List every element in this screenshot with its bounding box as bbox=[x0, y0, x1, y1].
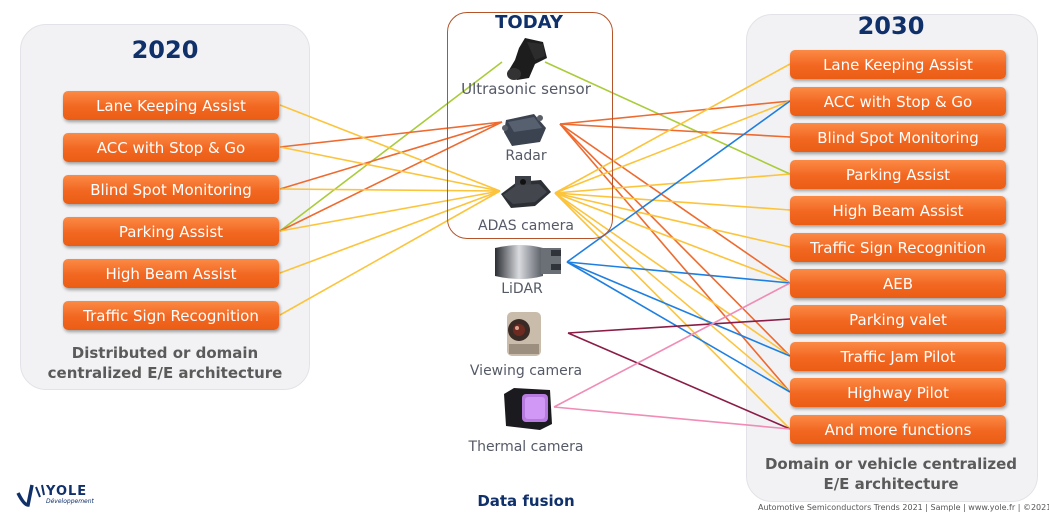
left-caption: Distributed or domain centralized E/E ar… bbox=[20, 343, 310, 383]
link-radar-to-2030-function bbox=[559, 123, 791, 138]
yole-logo-name: YOLE bbox=[46, 484, 88, 499]
right-function-and-more-functions: And more functions bbox=[790, 415, 1006, 444]
right-caption-line2: E/E architecture bbox=[823, 475, 959, 493]
right-caption: Domain or vehicle centralized E/E archit… bbox=[746, 454, 1036, 494]
sensor-label-ultrasonic: Ultrasonic sensor bbox=[461, 80, 591, 98]
link-adas_camera-to-2030-function bbox=[554, 63, 791, 194]
today-title: TODAY bbox=[495, 12, 563, 33]
right-caption-line1: Domain or vehicle centralized bbox=[764, 455, 1018, 473]
link-radar-to-2030-function bbox=[559, 123, 791, 284]
sensor-label-adas-camera: ADAS camera bbox=[478, 218, 574, 234]
left-function-blind-spot-monitoring: Blind Spot Monitoring bbox=[63, 175, 279, 204]
sensor-label-thermal-camera: Thermal camera bbox=[468, 439, 584, 455]
yole-logo: YOLE Développement bbox=[16, 483, 116, 517]
left-function-acc-with-stop-go: ACC with Stop & Go bbox=[63, 133, 279, 162]
left-function-parking-assist: Parking Assist bbox=[63, 217, 279, 246]
link-adas_camera-to-2030-function bbox=[554, 100, 791, 194]
adas-camera-icon bbox=[501, 176, 551, 208]
link-ultrasonic-to-2020-function bbox=[279, 61, 503, 232]
link-radar-to-2030-function bbox=[559, 100, 791, 125]
left-function-lane-keeping-assist: Lane Keeping Assist bbox=[63, 91, 279, 120]
left-caption-line1: Distributed or domain bbox=[71, 344, 259, 362]
lidar-icon bbox=[495, 245, 561, 279]
radar-icon bbox=[502, 114, 546, 146]
right-function-lane-keeping-assist: Lane Keeping Assist bbox=[790, 50, 1006, 79]
link-adas_camera-to-2030-function bbox=[554, 173, 791, 194]
link-thermal_camera-to-2030-function bbox=[553, 406, 791, 430]
link-adas_camera-to-2020-function bbox=[279, 190, 501, 274]
link-adas_camera-to-2020-function bbox=[279, 188, 501, 192]
sensor-label-viewing-camera: Viewing camera bbox=[469, 363, 583, 379]
left-function-traffic-sign-recognition: Traffic Sign Recognition bbox=[63, 301, 279, 330]
footer-text: Automotive Semiconductors Trends 2021 | … bbox=[758, 503, 1049, 512]
right-function-traffic-sign-recognition: Traffic Sign Recognition bbox=[790, 233, 1006, 262]
right-function-aeb: AEB bbox=[790, 269, 1006, 298]
left-caption-line2: centralized E/E architecture bbox=[47, 364, 283, 382]
link-adas_camera-to-2030-function bbox=[554, 192, 791, 284]
sensor-label-lidar: LiDAR bbox=[501, 281, 543, 297]
right-function-highway-pilot: Highway Pilot bbox=[790, 378, 1006, 407]
today-box bbox=[447, 12, 613, 239]
link-radar-to-2030-function bbox=[559, 123, 791, 357]
link-viewing_camera-to-2030-function bbox=[567, 332, 791, 430]
link-radar-to-2020-function bbox=[279, 121, 503, 232]
link-viewing_camera-to-2030-function bbox=[567, 318, 791, 334]
link-adas_camera-to-2030-function bbox=[554, 192, 791, 248]
year-2020-title: 2020 bbox=[131, 36, 199, 64]
link-adas_camera-to-2030-function bbox=[554, 192, 791, 211]
link-lidar-to-2030-function bbox=[566, 261, 791, 284]
right-function-high-beam-assist: High Beam Assist bbox=[790, 196, 1006, 225]
sensor-label-radar: Radar bbox=[505, 148, 547, 164]
link-thermal_camera-to-2030-function bbox=[553, 282, 791, 408]
right-function-traffic-jam-pilot: Traffic Jam Pilot bbox=[790, 342, 1006, 371]
right-function-parking-valet: Parking valet bbox=[790, 305, 1006, 334]
link-radar-to-2020-function bbox=[279, 121, 503, 190]
yole-logo-sub: Développement bbox=[46, 498, 94, 505]
right-function-parking-assist: Parking Assist bbox=[790, 160, 1006, 189]
right-function-acc-with-stop-go: ACC with Stop & Go bbox=[790, 87, 1006, 116]
link-adas_camera-to-2020-function bbox=[279, 190, 501, 316]
thermal-camera-icon bbox=[504, 388, 552, 430]
link-adas_camera-to-2020-function bbox=[279, 104, 501, 192]
link-adas_camera-to-2020-function bbox=[279, 190, 501, 232]
left-function-high-beam-assist: High Beam Assist bbox=[63, 259, 279, 288]
ultrasonic-sensor-icon bbox=[507, 38, 547, 80]
yole-logo-icon bbox=[16, 484, 45, 507]
year-2030-title: 2030 bbox=[857, 12, 925, 40]
data-fusion-label: Data fusion bbox=[477, 492, 575, 510]
link-radar-to-2020-function bbox=[279, 121, 503, 148]
link-lidar-to-2030-function bbox=[566, 261, 791, 393]
viewing-camera-icon bbox=[507, 312, 541, 356]
link-ultrasonic-to-2030-function bbox=[544, 61, 791, 175]
link-adas_camera-to-2020-function bbox=[279, 146, 501, 192]
right-function-blind-spot-monitoring: Blind Spot Monitoring bbox=[790, 123, 1006, 152]
link-lidar-to-2030-function bbox=[566, 261, 791, 357]
